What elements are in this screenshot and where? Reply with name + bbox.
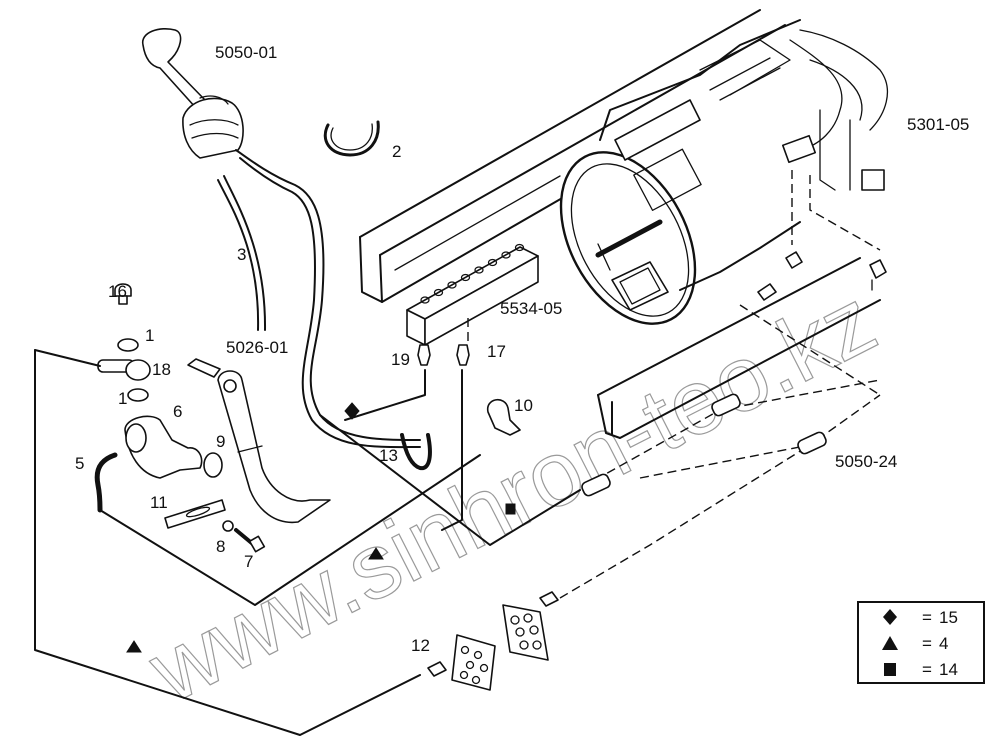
square-icon (884, 663, 896, 676)
part-label: 18 (152, 360, 171, 379)
hole (487, 258, 498, 267)
triangle-icon (882, 636, 898, 650)
clamp-part-10 (487, 399, 521, 436)
part-label: 11 (150, 493, 168, 512)
valve-plates (427, 591, 559, 691)
hole (474, 266, 484, 274)
bracket-5534-05 (406, 243, 539, 346)
label-couplings: 5050-24 (835, 452, 898, 471)
hose-part-3-outline (223, 175, 267, 331)
hole (519, 640, 529, 650)
hole (433, 288, 444, 297)
triangle-marker-icon (368, 547, 384, 560)
master-cylinder-part-6 (124, 415, 203, 479)
washer-part-1-lower (127, 388, 149, 402)
hole (465, 660, 475, 670)
part-label: 12 (411, 636, 430, 655)
clutch-pedal-5026-01 (187, 358, 331, 524)
legend: = 15 = 4 = 14 (857, 601, 985, 684)
part-label: 5 (75, 454, 85, 473)
hole (420, 296, 430, 304)
legend-value: 15 (939, 608, 958, 627)
legend-equals: = (922, 660, 932, 679)
hole (460, 645, 470, 655)
part-label: 10 (514, 396, 533, 415)
diamond-marker-icon (344, 402, 360, 420)
part-label: 19 (391, 350, 410, 369)
hole (523, 613, 533, 623)
legend-equals: = (922, 634, 932, 653)
label-gearbox: 5301-05 (907, 115, 970, 134)
legend-equals: = (922, 608, 932, 627)
hole (447, 281, 457, 289)
washer-part-8 (222, 520, 234, 532)
label-clutch-pedal: 5026-01 (226, 338, 289, 357)
hole (473, 650, 483, 660)
hole (529, 625, 539, 635)
hole (459, 670, 469, 680)
part-label: 2 (392, 142, 402, 161)
legend-value: 4 (939, 634, 949, 653)
chassis-rails (359, 9, 881, 439)
part-label: 7 (244, 552, 254, 571)
hole (460, 273, 471, 282)
part-label: 8 (216, 537, 226, 556)
square-marker-icon (505, 503, 516, 515)
bracket-part-11 (164, 499, 226, 529)
triangle-marker-icon (126, 640, 142, 653)
hole (532, 640, 542, 650)
fitting-part-17 (456, 344, 470, 366)
hole (515, 627, 525, 637)
label-bracket: 5534-05 (500, 299, 563, 318)
connector-part-12 (427, 661, 447, 677)
hole (501, 251, 511, 259)
legend-row-square: = 14 (859, 658, 983, 682)
part-label: 1 (145, 326, 155, 345)
label-shift-lever: 5050-01 (215, 43, 278, 62)
cable-tie-part-13 (400, 433, 432, 471)
bolt-part-16 (114, 283, 132, 305)
diamond-icon (883, 609, 897, 625)
legend-row-triangle: = 4 (859, 632, 983, 656)
fitting-part-19 (417, 344, 431, 366)
hose-part-3 (217, 179, 260, 331)
part-label: 17 (487, 342, 506, 361)
part-label: 6 (173, 402, 183, 421)
shift-lever-5050-01 (142, 28, 421, 449)
pipe-routing (34, 304, 881, 736)
part-label: 13 (379, 446, 398, 465)
banjo-part-18 (97, 359, 151, 381)
hole (510, 615, 520, 625)
gearbox-5301-05 (559, 19, 889, 325)
couplings-5050-24 (581, 393, 827, 497)
elbow-part-5 (94, 452, 118, 513)
legend-row-diamond: = 15 (859, 606, 983, 630)
washer-part-1-upper (117, 338, 139, 352)
hole (514, 243, 525, 252)
part-label: 16 (108, 282, 127, 301)
hole (479, 663, 489, 673)
hole (471, 675, 481, 685)
legend-value: 14 (939, 660, 958, 679)
part-label: 1 (118, 389, 128, 408)
bolt-part-7 (234, 528, 266, 553)
part-label: 3 (237, 245, 247, 264)
part-label: 9 (216, 432, 226, 451)
seal-part-9 (203, 452, 223, 478)
clip-part-2 (323, 120, 380, 157)
